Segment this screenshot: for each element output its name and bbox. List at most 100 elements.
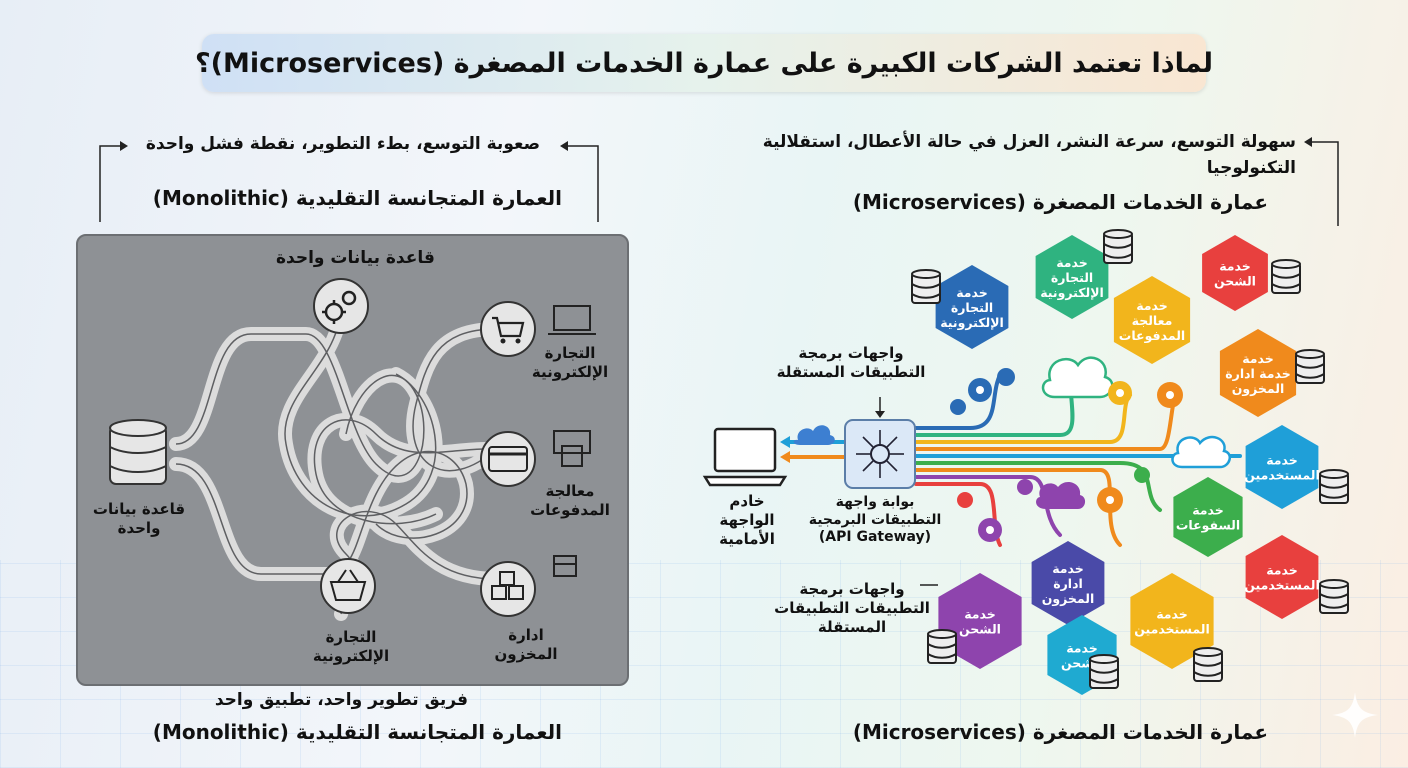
- api-label-bottom-line3: المستقلة: [817, 617, 887, 636]
- title-banner: لماذا تعتمد الشركات الكبيرة على عمارة ال…: [195, 34, 1213, 92]
- service-hexagon-label: المدفوعات: [1119, 328, 1185, 343]
- database-icon: [911, 229, 1349, 689]
- service-hexagon-label: خدمة: [956, 285, 988, 300]
- network-hub-icon: [844, 419, 916, 489]
- service-hexagon-label: الإلكترونية: [1040, 285, 1104, 300]
- service-hexagon-label: المستخدمين: [1244, 578, 1320, 593]
- api-label-bottom-line1: واجهات برمجة: [799, 580, 905, 598]
- laptop-cart-icon: [548, 305, 596, 335]
- service-hexagon-label: خدمة: [1192, 503, 1224, 518]
- database-icon: [1193, 647, 1223, 682]
- service-hexagon-label: خدمة: [1266, 453, 1298, 468]
- api-label-bottom: واجهات برمجة التطبيقات التطبيقات المستقل…: [772, 580, 932, 636]
- frontend-label-line1: خادم: [729, 492, 765, 510]
- gateway-label-line3: (API Gateway): [818, 529, 932, 545]
- service-hexagon-label: ادارة: [1053, 576, 1083, 591]
- basket-icon: [320, 558, 376, 614]
- micro-bottom-heading: عمارة الخدمات المصغرة (Microservices): [852, 720, 1268, 744]
- service-hexagon-label: التجارة: [951, 300, 993, 315]
- service-hexagon-shape: [1113, 276, 1191, 364]
- service-hexagon-label: الإلكترونية: [940, 315, 1004, 330]
- database-icon: [927, 629, 957, 664]
- service-hexagon-shape: [1245, 425, 1319, 509]
- service-hexagon-label: خدمة: [1219, 259, 1251, 274]
- service-hexagon-shape: [1173, 477, 1243, 557]
- monolith-box-top-label: قاعدة بيانات واحدة: [276, 248, 435, 268]
- credit-card-icon: [480, 431, 536, 487]
- microservices-diagram: خدمةالتجارةالإلكترونيةخدمةالتجارةالإلكتر…: [702, 229, 1349, 695]
- monolith-bottom-ecommerce-label: التجارة الإلكترونية: [312, 628, 390, 665]
- page-title: لماذا تعتمد الشركات الكبيرة على عمارة ال…: [194, 47, 1214, 79]
- database-icon: [1271, 259, 1301, 294]
- boxes-icon: [480, 561, 536, 617]
- service-hexagon-label: الشحن: [1214, 274, 1256, 289]
- service-hexagon-shape: [1219, 329, 1297, 417]
- service-hexagon-label: خدمة: [964, 607, 996, 622]
- service-hexagon-label: المخزون: [1042, 591, 1095, 606]
- laptop-icon: [702, 427, 788, 487]
- service-hexagon-shape: [1035, 235, 1109, 319]
- service-hexagon-label: خدمة: [1056, 255, 1088, 270]
- micro-benefits-line2: التكنولوجيا: [1206, 158, 1296, 178]
- service-hexagon-label: المخزون: [1232, 381, 1285, 396]
- database-icon: [1103, 229, 1133, 264]
- frontend-label-line2: الواجهة: [719, 510, 775, 529]
- gateway-label: بوابة واجهة التطبيقات البرمجية (API Gate…: [800, 494, 950, 547]
- service-hexagon-label: خدمة ادارة: [1225, 366, 1290, 381]
- monolith-payment-label: معالجة المدفوعات: [530, 482, 610, 519]
- monolith-tangle: [109, 278, 596, 621]
- shopping-cart-icon: [480, 301, 536, 357]
- api-label-top: واجهات برمجة التطبيقات المستقلة: [776, 344, 926, 382]
- monolith-bottom-caption: فريق تطوير واحد، تطبيق واحد: [214, 690, 468, 710]
- service-hexagon-label: خدمة: [1136, 298, 1168, 313]
- service-hexagon-shape: [938, 573, 1022, 669]
- package-icon: [553, 555, 577, 577]
- service-hexagon-label: خدمة: [1066, 641, 1098, 656]
- service-hexagon-label: خدمة: [1266, 563, 1298, 578]
- api-label-bottom-line2: التطبيقات التطبيقات: [774, 598, 930, 617]
- monolith-bracket-arrow: [99, 141, 599, 222]
- frontend-label: خادم الواجهة الأمامية: [702, 492, 792, 548]
- api-label-top-line1: واجهات برمجة: [798, 344, 904, 362]
- cloud-icon: [793, 356, 1232, 509]
- service-hexagon-label: المستخدمين: [1134, 622, 1210, 637]
- database-icon: [1089, 654, 1119, 689]
- frontend-label-line3: الأمامية: [719, 529, 775, 548]
- service-hexagon-shape: [935, 265, 1009, 349]
- service-hexagon-label: خدمة: [1242, 351, 1274, 366]
- monolith-bottom-heading: العمارة المتجانسة التقليدية (Monolithic): [152, 720, 562, 744]
- gateway-label-line2: التطبيقات البرمجية: [808, 511, 942, 528]
- database-icon: [109, 419, 167, 485]
- service-hexagon-shape: [1245, 535, 1319, 619]
- database-icon: [1319, 469, 1349, 504]
- service-hexagon-label: خدمة: [1052, 561, 1084, 576]
- gears-icon: [313, 278, 369, 334]
- database-icon: [911, 269, 941, 304]
- service-hexagon-label: خدمة: [1156, 607, 1188, 622]
- service-hexagon-label: التجارة: [1051, 270, 1093, 285]
- database-icon: [1295, 349, 1325, 384]
- sparkle-icon: [1332, 692, 1378, 738]
- card-reader-icon: [553, 430, 591, 467]
- service-hexagon-label: المستخدمين: [1244, 468, 1320, 483]
- micro-top-heading: عمارة الخدمات المصغرة (Microservices): [852, 190, 1268, 214]
- service-hexagon-label: معالجة: [1132, 313, 1173, 328]
- service-hexagon-shape: [1130, 573, 1214, 669]
- monolith-inventory-label: ادارة المخزون: [494, 626, 558, 663]
- micro-bracket-arrow: [1304, 137, 1339, 226]
- monolith-db-label: قاعدة بيانات واحدة: [92, 500, 186, 537]
- gateway-label-line1: بوابة واجهة: [835, 494, 915, 510]
- service-hexagon-shape: [1202, 235, 1268, 311]
- monolith-top-heading: العمارة المتجانسة التقليدية (Monolithic): [152, 186, 562, 210]
- service-hexagon-shape: [1031, 541, 1105, 625]
- database-icon: [1319, 579, 1349, 614]
